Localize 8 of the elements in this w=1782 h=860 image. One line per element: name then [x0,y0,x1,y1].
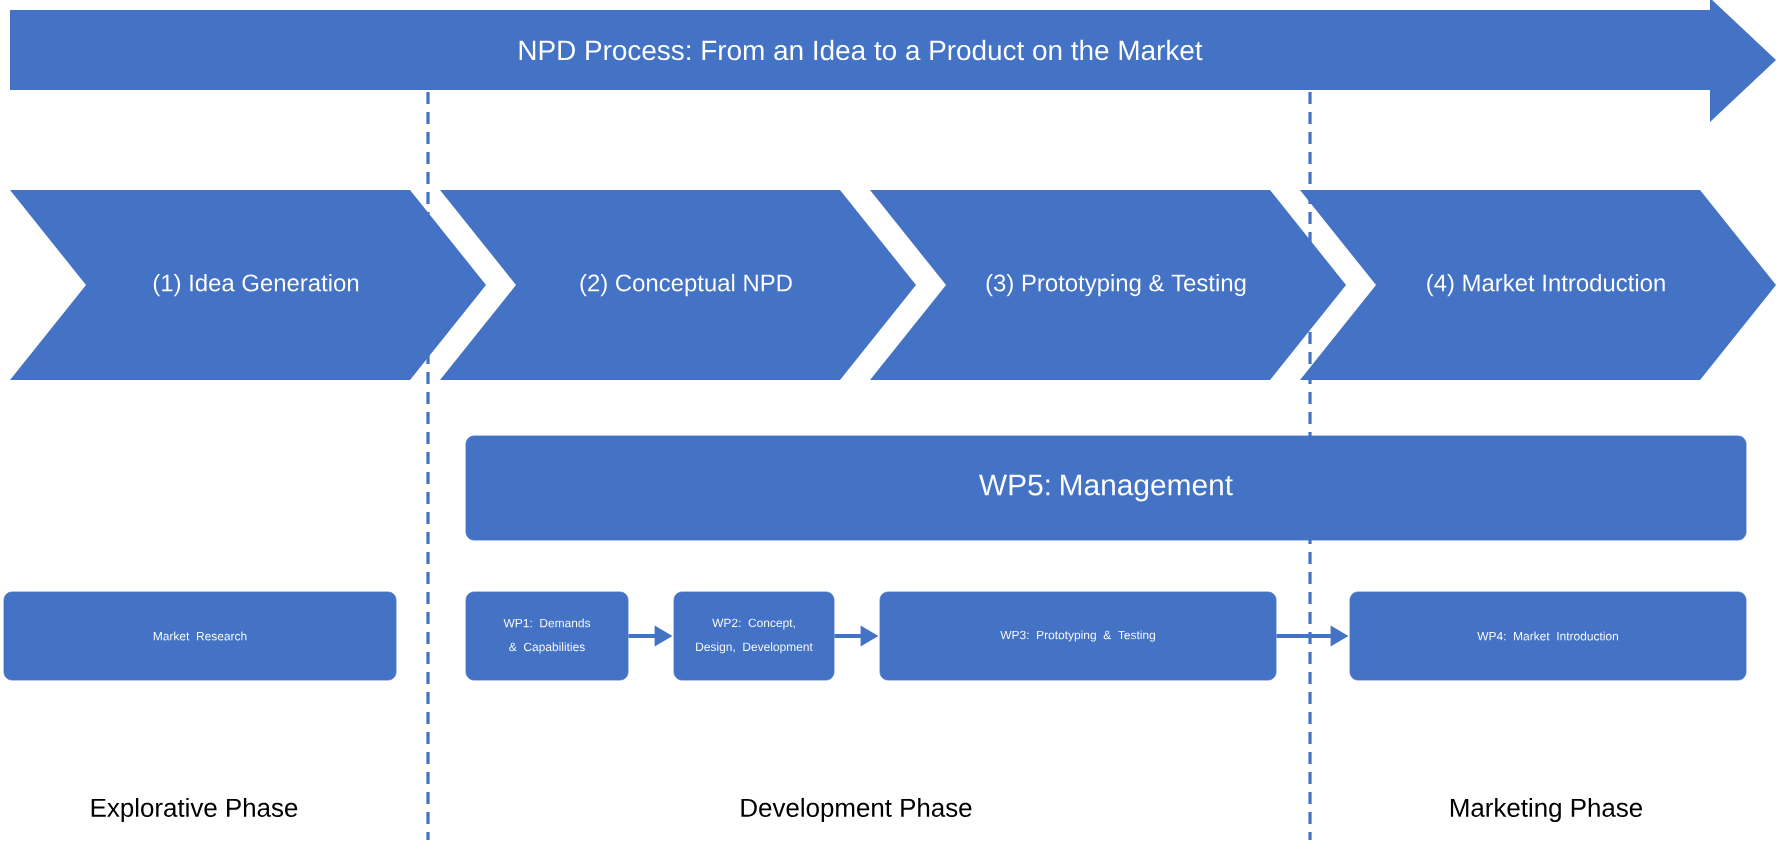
phase-label: Development Phase [741,797,972,823]
node-label: (3) Prototyping & Testing [986,273,1246,297]
phase-label: Marketing Phase [1450,797,1642,823]
phase-label: Explorative Phase [91,797,298,823]
process-box: WP5: Management [465,435,1747,541]
node-label: (2) Conceptual NPD [580,273,792,297]
node-label: (1) Idea Generation [153,273,359,297]
node-label: (4) Market Introduction [1427,273,1665,297]
